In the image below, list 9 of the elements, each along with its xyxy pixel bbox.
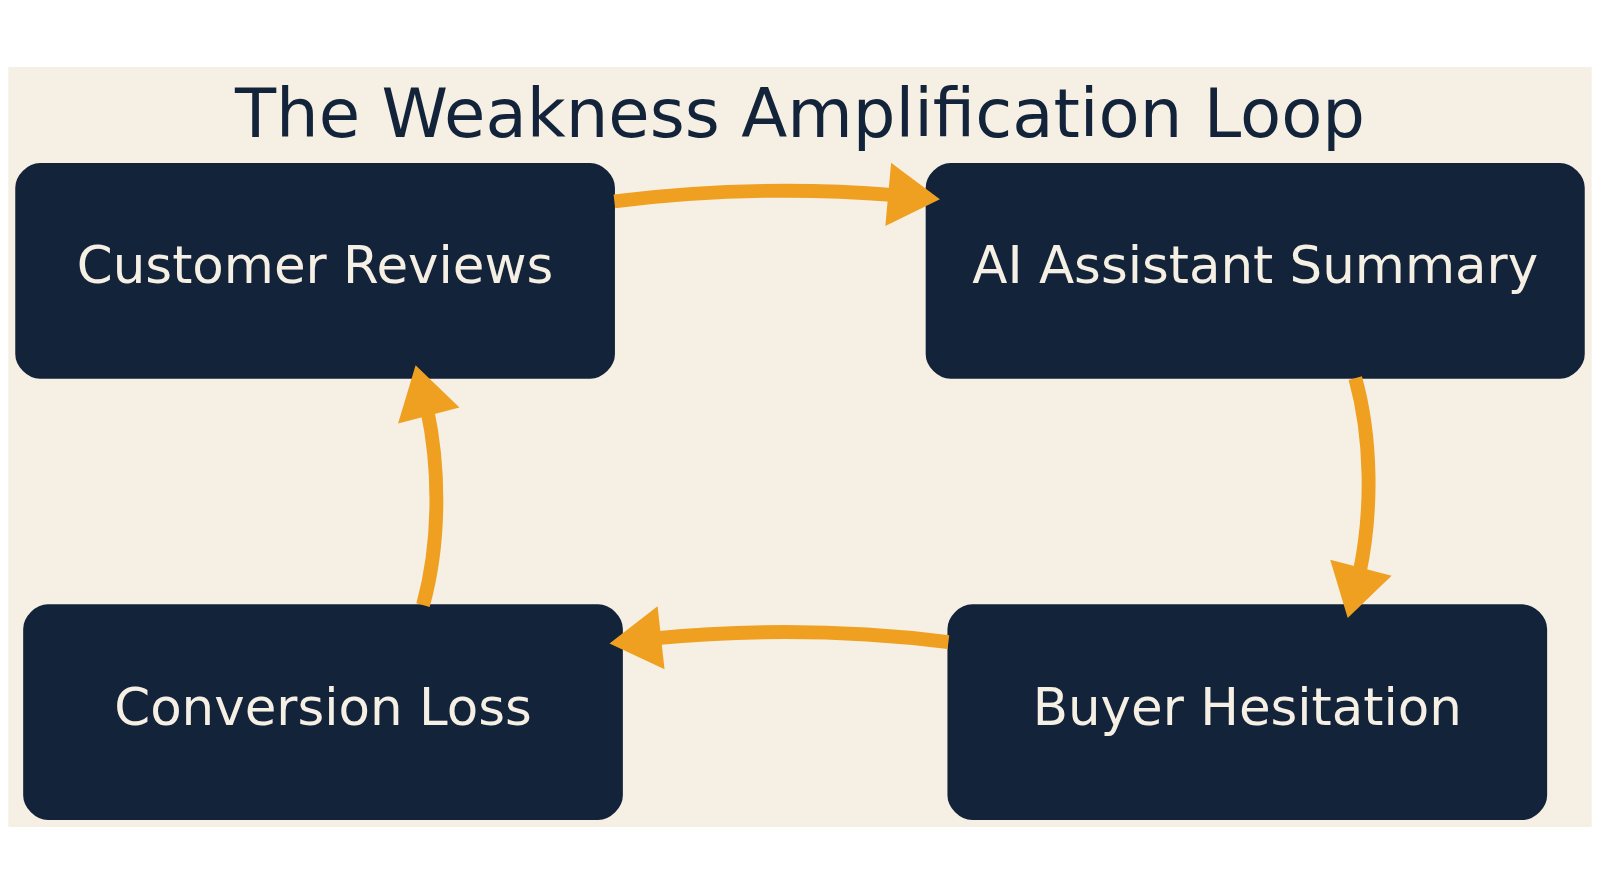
arrow (398, 364, 460, 607)
node-box: AI Assistant Summary (925, 162, 1585, 379)
node-box: Customer Reviews (15, 162, 615, 379)
diagram-title: The Weakness Amplification Loop (234, 74, 1366, 153)
node-box: Conversion Loss (23, 603, 623, 820)
arrow (609, 605, 950, 669)
node-box: Buyer Hesitation (947, 603, 1548, 820)
arrow (1330, 375, 1392, 618)
arrow (613, 162, 940, 226)
